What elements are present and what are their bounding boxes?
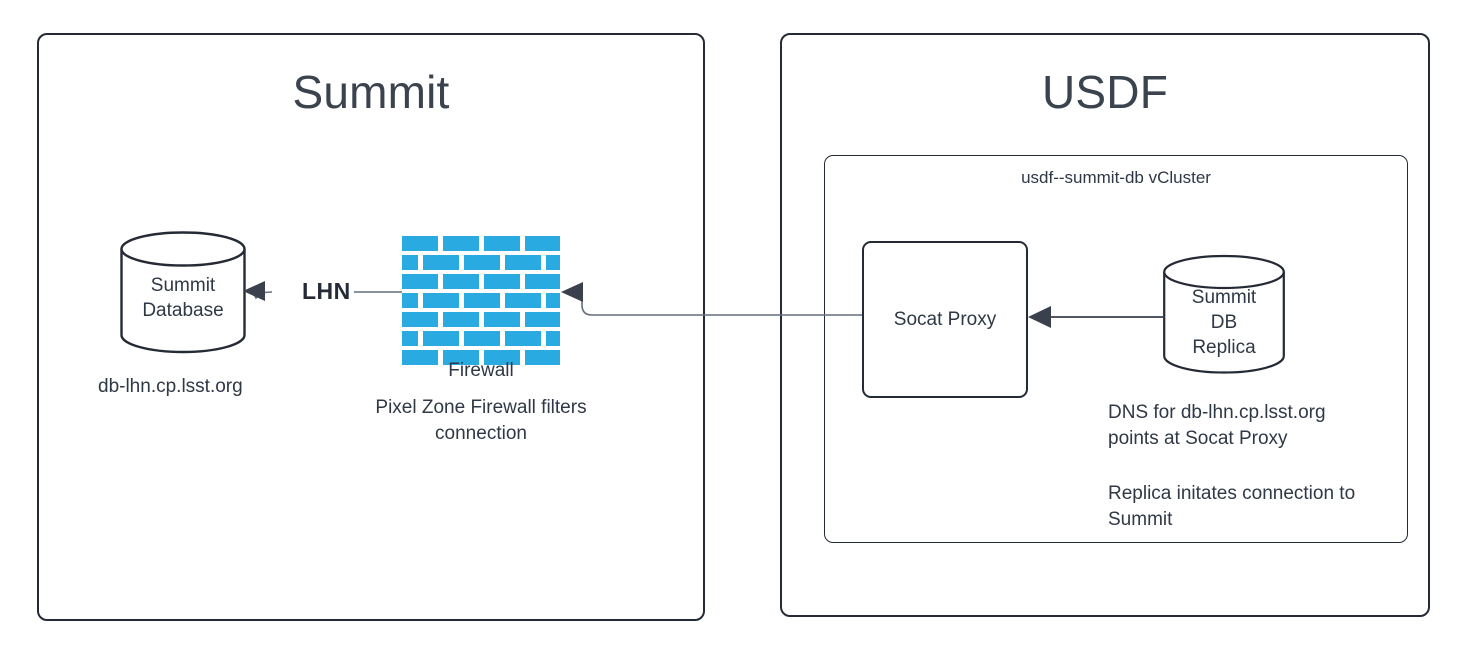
firewall-brick — [423, 331, 459, 346]
panel-usdf-title: USDF — [1041, 66, 1169, 118]
firewall-brick — [402, 331, 418, 346]
firewall-brick — [464, 255, 500, 270]
firewall-brick — [423, 255, 459, 270]
firewall-brick — [443, 312, 479, 327]
firewall-brick — [402, 293, 418, 308]
socat-proxy-label: Socat Proxy — [893, 308, 997, 330]
cylinder-shape — [120, 231, 246, 354]
firewall-brick — [443, 274, 479, 289]
firewall-brick — [402, 274, 438, 289]
firewall-brick — [525, 350, 560, 365]
firewall-label: Firewall — [448, 360, 514, 381]
firewall-brick — [402, 350, 438, 365]
edge-label-lhn: LHN — [299, 278, 354, 305]
firewall-brick — [525, 236, 560, 251]
firewall-brick — [484, 274, 520, 289]
cylinder-shape — [1163, 254, 1285, 374]
firewall-brick — [423, 293, 459, 308]
firewall-caption: Pixel Zone Firewall filters connection — [375, 397, 587, 444]
firewall-brick — [443, 350, 479, 365]
firewall-brick — [464, 293, 500, 308]
replica-note: Replica initates connection to Summit — [1108, 483, 1356, 530]
panel-summit-title: Summit — [292, 66, 450, 118]
firewall-brick — [443, 236, 479, 251]
firewall-brick — [505, 331, 541, 346]
firewall-brick — [505, 293, 541, 308]
firewall-brick — [464, 331, 500, 346]
firewall-icon — [402, 236, 560, 365]
firewall-brick — [546, 293, 560, 308]
dns-note: DNS for db-lhn.cp.lsst.org points at Soc… — [1108, 402, 1326, 449]
socat-proxy-box: Socat Proxy — [862, 241, 1028, 398]
firewall-brick — [484, 236, 520, 251]
firewall-brick — [402, 236, 438, 251]
firewall-brick — [505, 255, 541, 270]
subpanel-vcluster-title: usdf--summit-db vCluster — [1021, 168, 1211, 187]
summit-db-replica-cylinder: Summit DB Replica — [1163, 254, 1285, 374]
firewall-brick — [402, 312, 438, 327]
firewall-brick — [484, 350, 520, 365]
summit-database-cylinder: Summit Database — [120, 231, 246, 354]
firewall-brick — [525, 312, 560, 327]
firewall-brick — [525, 274, 560, 289]
summit-database-caption: db-lhn.cp.lsst.org — [98, 376, 243, 397]
firewall-brick — [484, 312, 520, 327]
firewall-brick — [546, 331, 560, 346]
firewall-brick — [546, 255, 560, 270]
firewall-brick — [402, 255, 418, 270]
